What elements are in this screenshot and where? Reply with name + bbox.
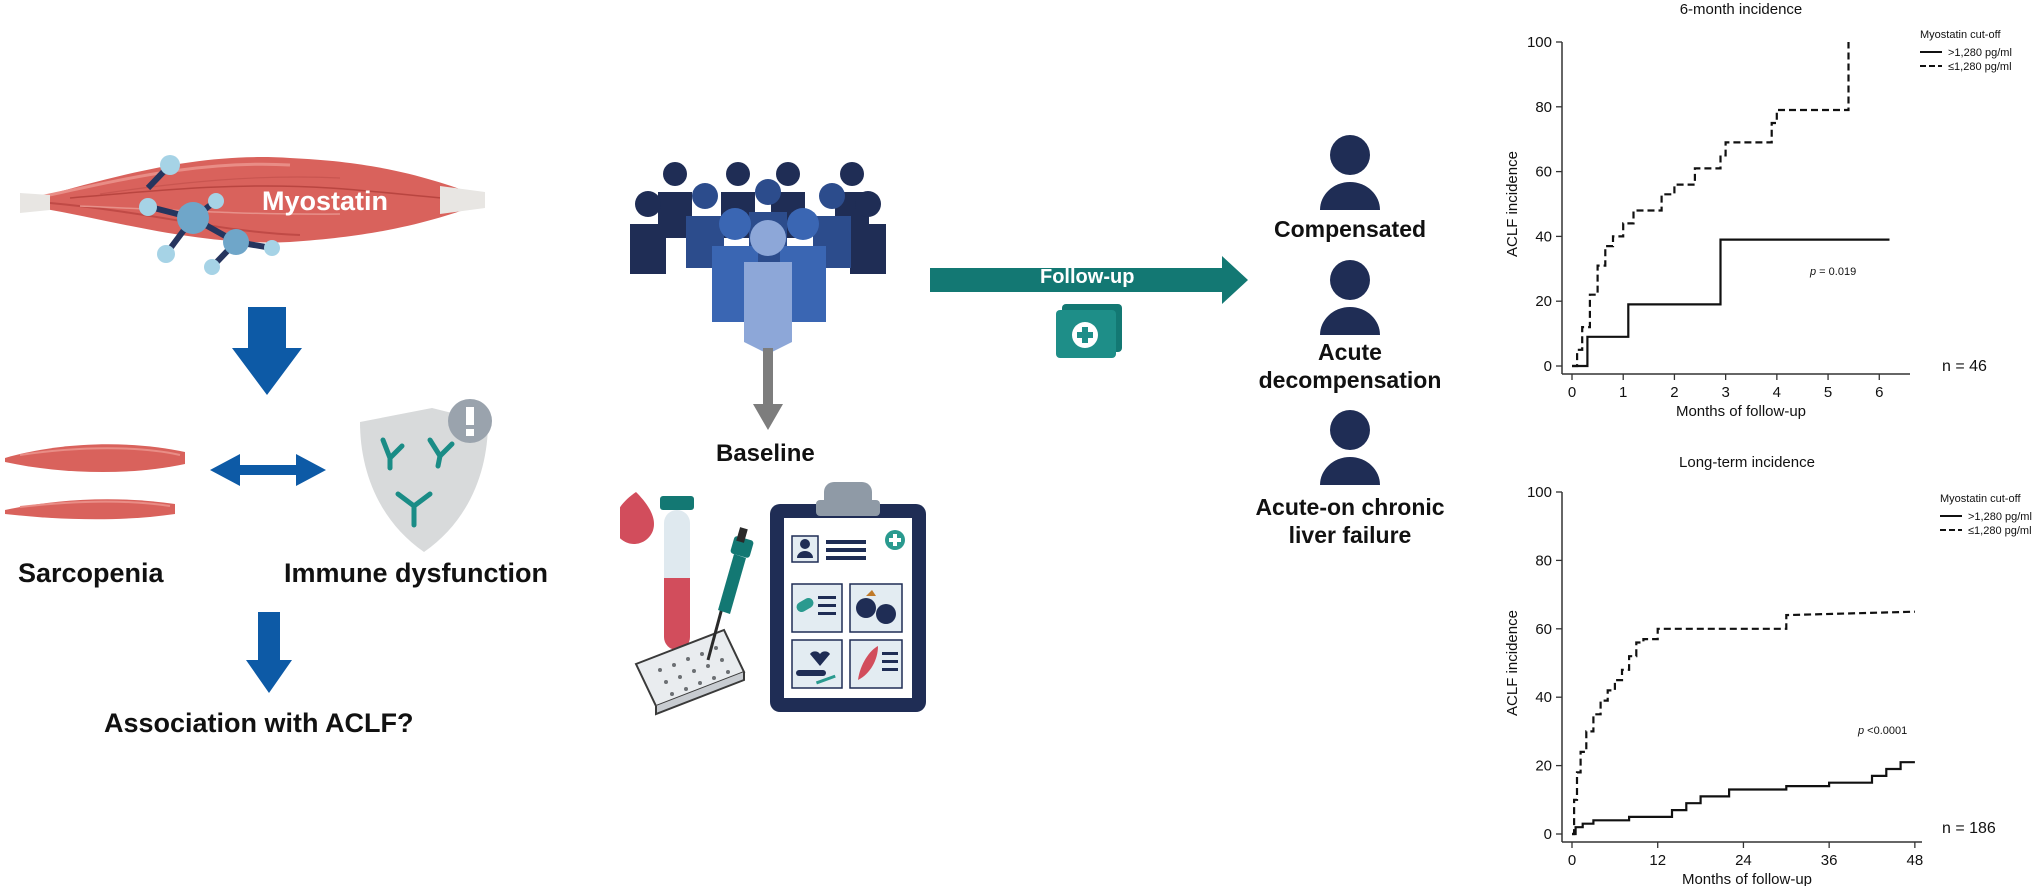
outcome-aclf-line2: liver failure xyxy=(1288,522,1412,548)
legend-entry: >1,280 pg/ml xyxy=(1948,47,2012,59)
pipette-icon xyxy=(706,527,754,661)
people-group-icon xyxy=(630,162,886,354)
y-tick-label: 100 xyxy=(1527,34,1552,51)
sample-plate-icon xyxy=(634,628,746,716)
sample-size-label: n = 46 xyxy=(1942,358,1987,375)
down-arrow-icon xyxy=(753,348,783,430)
p-value-label: p <0.0001 xyxy=(1857,725,1907,737)
series-line-high xyxy=(1572,238,1890,368)
legend-entry: ≤1,280 pg/ml xyxy=(1968,525,2032,537)
myostatin-muscle-icon xyxy=(20,155,485,275)
x-tick-label: 36 xyxy=(1821,852,1838,869)
y-tick-label: 80 xyxy=(1535,99,1552,116)
outcome-compensated: Compensated xyxy=(1273,216,1427,242)
person-icon xyxy=(1320,260,1380,335)
outcome-icons xyxy=(1320,135,1380,485)
y-tick-label: 20 xyxy=(1535,758,1552,775)
x-tick-label: 24 xyxy=(1735,852,1752,869)
x-axis-label: Months of follow-up xyxy=(1682,871,1812,886)
legend-title: Myostatin cut-off xyxy=(1940,493,2021,505)
chart-title: Long-term incidence xyxy=(1679,454,1815,471)
legend-entry: >1,280 pg/ml xyxy=(1968,511,2032,523)
x-tick-label: 4 xyxy=(1773,384,1781,401)
outcome-acute-line1: Acute xyxy=(1318,339,1382,365)
x-tick-label: 1 xyxy=(1619,384,1627,401)
double-arrow-icon xyxy=(210,454,326,486)
y-tick-label: 100 xyxy=(1527,484,1552,501)
left-panel-graphics xyxy=(5,155,492,693)
y-tick-label: 40 xyxy=(1535,228,1552,245)
y-tick-label: 0 xyxy=(1544,826,1552,843)
x-tick-label: 2 xyxy=(1670,384,1678,401)
myostatin-label: Myostatin xyxy=(262,186,389,216)
y-axis-label: ACLF incidence xyxy=(1504,610,1521,716)
x-tick-label: 6 xyxy=(1875,384,1883,401)
immune-dysfunction-label: Immune dysfunction xyxy=(284,558,549,588)
down-arrow-icon xyxy=(232,307,302,395)
sarcopenia-label: Sarcopenia xyxy=(18,558,164,588)
association-question: Association with ACLF? xyxy=(104,708,414,738)
legend-entry: ≤1,280 pg/ml xyxy=(1948,61,2012,73)
y-tick-label: 0 xyxy=(1544,358,1552,375)
test-tube-icon xyxy=(660,496,694,650)
p-value-label: p = 0.019 xyxy=(1809,266,1856,278)
x-tick-label: 48 xyxy=(1907,852,1924,869)
x-axis-label: Months of follow-up xyxy=(1676,403,1806,420)
y-tick-label: 60 xyxy=(1535,621,1552,638)
middle-panel-graphics xyxy=(620,162,1248,716)
x-tick-label: 0 xyxy=(1568,852,1576,869)
legend-title: Myostatin cut-off xyxy=(1920,29,2001,41)
p-symbol: p xyxy=(1857,725,1864,737)
y-tick-label: 40 xyxy=(1535,689,1552,706)
x-tick-label: 3 xyxy=(1721,384,1729,401)
chart-title: 6-month incidence xyxy=(1680,1,1803,18)
sarcopenia-muscle-icon xyxy=(5,444,185,520)
x-tick-label: 12 xyxy=(1649,852,1666,869)
blood-drop-icon xyxy=(620,492,654,544)
immune-shield-icon xyxy=(360,399,492,552)
series-line-low xyxy=(1572,42,1850,368)
y-tick-label: 60 xyxy=(1535,164,1552,181)
series-line-low xyxy=(1572,610,1915,836)
y-axis-label: ACLF incidence xyxy=(1504,151,1521,257)
y-tick-label: 80 xyxy=(1535,552,1552,569)
p-symbol: p xyxy=(1809,266,1816,278)
person-icon xyxy=(1320,135,1380,210)
follow-up-arrow xyxy=(930,256,1248,304)
follow-up-label: Follow-up xyxy=(1040,266,1135,288)
baseline-label: Baseline xyxy=(716,440,815,467)
outcome-acute-line2: decompensation xyxy=(1258,367,1442,393)
x-tick-label: 5 xyxy=(1824,384,1832,401)
x-tick-label: 0 xyxy=(1568,384,1576,401)
person-icon xyxy=(1320,410,1380,485)
down-arrow-icon xyxy=(246,612,292,693)
sample-size-label: n = 186 xyxy=(1942,820,1996,837)
clipboard-icon xyxy=(770,482,926,712)
medical-folder-icon xyxy=(1056,304,1122,358)
outcome-aclf-line1: Acute-on chronic xyxy=(1255,494,1445,520)
series-line-high xyxy=(1572,761,1915,836)
y-tick-label: 20 xyxy=(1535,293,1552,310)
